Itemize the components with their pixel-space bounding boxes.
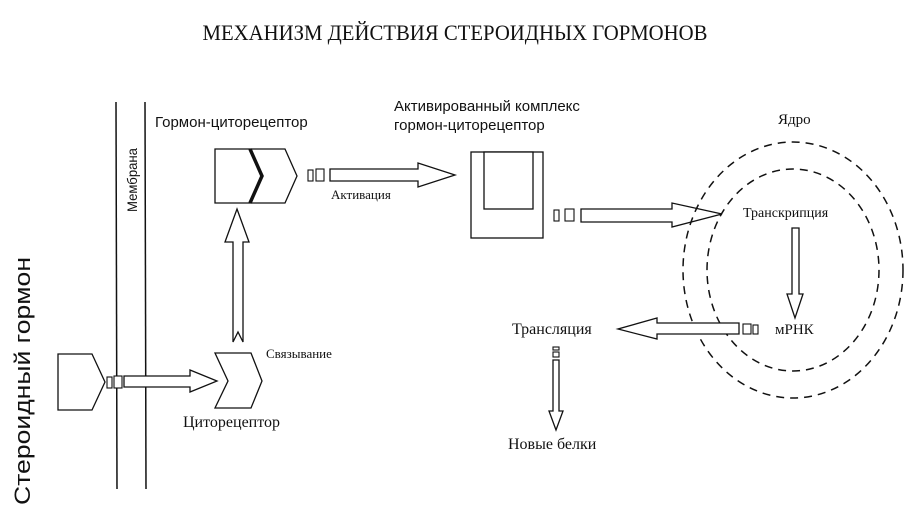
activated-complex-label-line1: Активированный комплекс [394, 98, 580, 115]
arrow-body [123, 369, 219, 393]
cytoreceptor-shape [213, 352, 263, 409]
nucleus-inner-membrane [706, 168, 880, 372]
activated-complex-label-line2: гормон-циторецептор [394, 117, 545, 134]
arrow-tail-block [552, 351, 560, 358]
arrow-tail-block [552, 346, 560, 351]
binding-up-arrow [224, 207, 250, 343]
mrna-label: мРНК [775, 322, 815, 338]
arrow-body [548, 359, 564, 432]
arrow-tail-block [307, 169, 314, 182]
binding-label: Связывание [266, 346, 332, 361]
arrow-tail-block [742, 323, 752, 335]
complex-chevron-divider [248, 148, 264, 204]
cytoreceptor-label: Циторецептор [183, 414, 280, 431]
arrow-tail-block [106, 376, 113, 389]
new-proteins-label: Новые белки [508, 436, 597, 453]
membrane: Мембрана [115, 101, 147, 490]
transcription-label: Транскрипция [743, 206, 829, 221]
transcription-down-arrow [786, 227, 804, 321]
membrane-label: Мембрана [124, 148, 140, 212]
hormone-to-receptor-arrow [106, 369, 219, 393]
activation-arrow [307, 162, 458, 188]
nucleus-label: Ядро [778, 112, 811, 128]
nucleus [682, 141, 904, 399]
arrow-tail-block [553, 209, 560, 222]
diagram-title: МЕХАНИЗМ ДЕЙСТВИЯ СТЕРОИДНЫХ ГОРМОНОВ [203, 20, 708, 45]
mrna-to-translation-arrow [615, 317, 759, 340]
membrane-outer-line [115, 101, 118, 490]
arrow-body [580, 202, 723, 228]
hormone-cytoreceptor-label: Гормон-циторецептор [155, 114, 308, 131]
arrow-tail-block [564, 208, 575, 222]
arrow-tail-block [752, 324, 759, 335]
hormone-cytoreceptor-complex [214, 148, 298, 204]
arrow-body [329, 162, 458, 188]
steroid-hormone-shape [57, 353, 106, 411]
steroid-hormone-label: Стероидный гормон [10, 257, 35, 505]
membrane-inner-line [144, 101, 147, 490]
translation-label: Трансляция [512, 321, 592, 338]
activated-complex [470, 151, 544, 239]
translation-to-proteins-arrow [548, 346, 564, 432]
arrow-tail-block [113, 375, 123, 389]
arrow-tail-block [315, 168, 325, 182]
complex-outline [214, 148, 298, 204]
complex-to-nucleus-arrow [553, 202, 723, 228]
activation-label: Активация [331, 187, 391, 202]
nucleus-outer-membrane [682, 141, 904, 399]
activated-complex-inner [483, 151, 534, 210]
arrow-body [615, 317, 740, 340]
